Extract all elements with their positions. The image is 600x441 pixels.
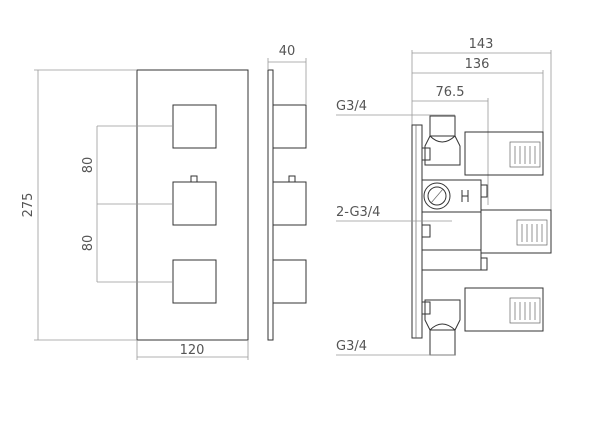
front-knob bbox=[190, 175, 198, 183]
valve-body bbox=[421, 179, 482, 271]
handle-depth-label: 136 bbox=[465, 57, 490, 72]
front-plate bbox=[136, 69, 249, 341]
middle-port-label: 2-G3/4 bbox=[336, 205, 380, 220]
bottom-port-label: G3/4 bbox=[336, 339, 367, 354]
body-depth-label: 76.5 bbox=[436, 85, 465, 100]
depth-dim-label: 40 bbox=[279, 44, 296, 59]
top-port-label: G3/4 bbox=[336, 99, 367, 114]
side-handle-middle bbox=[272, 181, 307, 226]
right-handle-bottom bbox=[464, 287, 544, 332]
spacing-dim-label-1: 80 bbox=[81, 157, 96, 174]
side-view: 40 bbox=[267, 44, 307, 341]
bottom-port bbox=[429, 329, 456, 356]
side-plate bbox=[267, 69, 274, 341]
spacing-dim-label-2: 80 bbox=[81, 235, 96, 252]
front-handle-top bbox=[172, 104, 217, 149]
right-plate bbox=[411, 124, 423, 339]
right-handle-top bbox=[464, 131, 544, 176]
front-handle-middle bbox=[172, 181, 217, 226]
side-handle-top bbox=[272, 104, 307, 149]
right-view: 143 136 76.5 bbox=[336, 37, 552, 356]
side-handle-bottom bbox=[272, 259, 307, 304]
height-dim-label: 275 bbox=[21, 193, 36, 218]
front-view: 275 80 80 120 bbox=[21, 69, 249, 360]
front-handle-bottom bbox=[172, 259, 217, 304]
overall-depth-label: 143 bbox=[469, 37, 494, 52]
right-handle-middle bbox=[480, 209, 552, 254]
middle-port bbox=[423, 182, 451, 210]
top-port bbox=[429, 115, 456, 137]
width-dim-label: 120 bbox=[180, 343, 205, 358]
handle-grilles bbox=[509, 141, 548, 324]
